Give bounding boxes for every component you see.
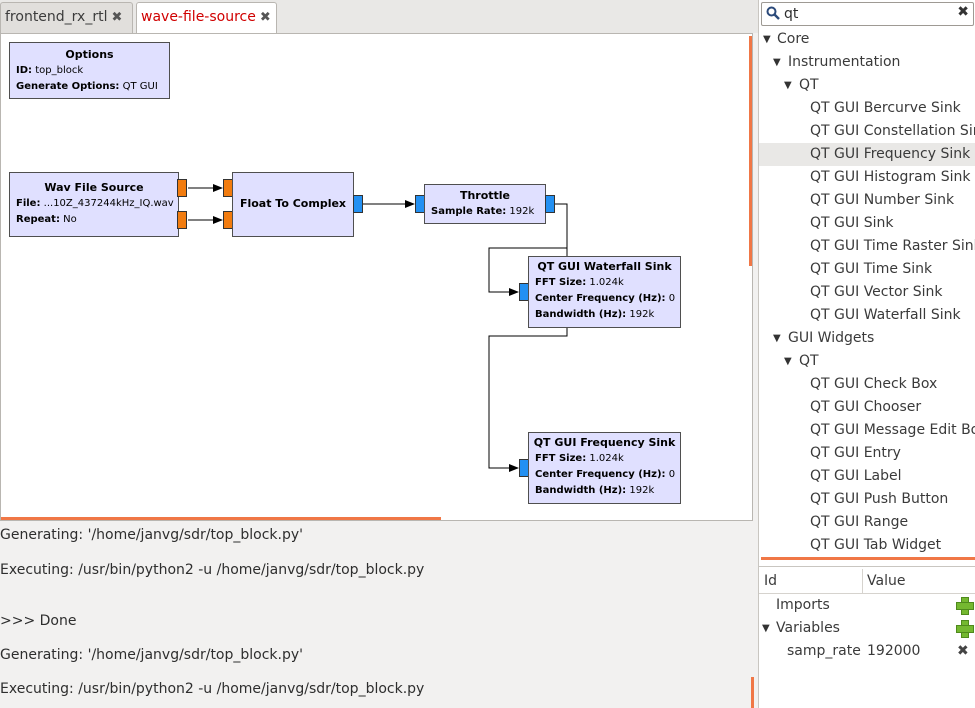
float-to-complex-block[interactable]: Float To Complex (232, 172, 354, 237)
expand-arrow-icon[interactable]: ▼ (762, 623, 770, 634)
tree-category-qt[interactable]: ▼QT (759, 74, 975, 97)
block-param-fft-size: FFT Size: 1.024k (535, 453, 624, 464)
expand-arrow-icon[interactable]: ▼ (784, 356, 792, 367)
tree-item-qt-gui-time-sink[interactable]: QT GUI Time Sink (810, 261, 933, 277)
f2c-out-port[interactable] (353, 195, 363, 213)
block-param-center-frequency: Center Frequency (Hz): 0 (535, 293, 676, 304)
block-title: Throttle (459, 189, 511, 202)
tree-item-qt-gui-constellation-sink[interactable]: QT GUI Constellation Sink (810, 123, 975, 139)
tree-item-qt-gui-vector-sink[interactable]: QT GUI Vector Sink (810, 284, 943, 300)
block-title: QT GUI Frequency Sink (533, 436, 676, 449)
block-param-generate-options: Generate Options: QT GUI (16, 81, 158, 92)
variable-id: samp_rate (787, 643, 861, 659)
tree-item-qt-gui-check-box[interactable]: QT GUI Check Box (810, 376, 938, 392)
flowgraph-canvas[interactable]: Options ID: top_block Generate Options: … (0, 33, 753, 521)
close-icon[interactable]: ✖ (259, 10, 271, 25)
tab-label: frontend_rx_rtl (5, 9, 108, 25)
expand-arrow-icon[interactable]: ▼ (784, 80, 792, 91)
console-line: Executing: /usr/bin/python2 -u /home/jan… (0, 681, 425, 697)
tree-item-qt-gui-sink[interactable]: QT GUI Sink (810, 215, 894, 231)
variables-row[interactable]: ▼ Variables (759, 617, 975, 640)
variable-value[interactable]: 192000 (867, 643, 921, 659)
block-param-file: File: ...10Z_437244kHz_IQ.wav (16, 198, 174, 209)
wav-out-port-1[interactable] (177, 211, 187, 229)
tab-frontend-rx-rtl[interactable]: frontend_rx_rtl✖ (0, 2, 133, 33)
block-param-id: ID: top_block (16, 65, 84, 76)
tree-item-qt-gui-message-edit-box[interactable]: QT GUI Message Edit Box (810, 422, 975, 438)
wav-out-port-0[interactable] (177, 179, 187, 197)
column-header-id[interactable]: Id (759, 569, 863, 593)
block-param-center-frequency: Center Frequency (Hz): 0 (535, 469, 676, 480)
console-line: Executing: /usr/bin/python2 -u /home/jan… (0, 562, 425, 578)
throttle-block[interactable]: Throttle Sample Rate: 192k (424, 184, 546, 224)
tree-category-instrumentation[interactable]: ▼Instrumentation (759, 51, 975, 74)
block-param-sample-rate: Sample Rate: 192k (431, 206, 535, 217)
console-output: Generating: '/home/janvg/sdr/top_block.p… (0, 521, 758, 708)
options-block[interactable]: Options ID: top_block Generate Options: … (9, 42, 170, 99)
canvas-horizontal-scrollbar[interactable] (1, 517, 441, 520)
tree-item-qt-gui-label[interactable]: QT GUI Label (810, 468, 902, 484)
connection-throttle-waterfall (488, 203, 568, 296)
variable-row-samp-rate[interactable]: samp_rate 192000 ✖ (759, 640, 975, 663)
console-scrollbar[interactable] (751, 677, 754, 708)
expand-arrow-icon[interactable]: ▼ (773, 57, 781, 68)
tree-item-qt-gui-push-button[interactable]: QT GUI Push Button (810, 491, 949, 507)
block-param-fft-size: FFT Size: 1.024k (535, 277, 624, 288)
block-title: Float To Complex (239, 197, 347, 210)
expand-arrow-icon[interactable]: ▼ (773, 333, 781, 344)
block-title: Options (65, 48, 114, 61)
tree-item-qt-gui-frequency-sink[interactable]: QT GUI Frequency Sink (759, 143, 975, 166)
block-library-panel: ✖ ▼Core ▼Instrumentation ▼QT QT GUI Berc… (758, 0, 975, 708)
tree-category-gui-widgets[interactable]: ▼GUI Widgets (759, 327, 975, 350)
delete-variable-icon[interactable]: ✖ (957, 643, 969, 659)
tree-item-qt-gui-number-sink[interactable]: QT GUI Number Sink (810, 192, 955, 208)
close-icon[interactable]: ✖ (111, 10, 123, 25)
header-divider (759, 593, 975, 594)
search-icon (766, 6, 780, 20)
tree-item-qt-gui-waterfall-sink[interactable]: QT GUI Waterfall Sink (810, 307, 961, 323)
add-variable-icon[interactable] (956, 620, 974, 638)
panel-splitter[interactable] (761, 557, 975, 560)
tab-label: wave-file-source (141, 9, 256, 25)
search-input[interactable] (784, 5, 944, 23)
tree-item-qt-gui-entry[interactable]: QT GUI Entry (810, 445, 901, 461)
wav-file-source-block[interactable]: Wav File Source File: ...10Z_437244kHz_I… (9, 172, 179, 237)
qt-gui-frequency-sink-block[interactable]: QT GUI Frequency Sink FFT Size: 1.024k C… (528, 432, 681, 504)
tree-item-qt-gui-tab-widget[interactable]: QT GUI Tab Widget (810, 537, 942, 553)
tree-item-qt-gui-chooser[interactable]: QT GUI Chooser (810, 399, 922, 415)
tab-bar: frontend_rx_rtl✖ wave-file-source✖ (0, 0, 758, 34)
tree-item-qt-gui-time-raster-sink[interactable]: QT GUI Time Raster Sink (810, 238, 975, 254)
block-param-repeat: Repeat: No (16, 214, 77, 225)
console-line: Generating: '/home/janvg/sdr/top_block.p… (0, 647, 304, 663)
qt-gui-waterfall-sink-block[interactable]: QT GUI Waterfall Sink FFT Size: 1.024k C… (528, 256, 681, 328)
tree-item-qt-gui-histogram-sink[interactable]: QT GUI Histogram Sink (810, 169, 971, 185)
tree-item-qt-gui-range[interactable]: QT GUI Range (810, 514, 909, 530)
column-header-value[interactable]: Value (867, 573, 906, 589)
imports-row[interactable]: Imports (759, 594, 975, 617)
expand-arrow-icon[interactable]: ▼ (763, 34, 771, 45)
block-title: Wav File Source (44, 181, 144, 194)
variable-editor: Id Value Imports ▼ Variables samp_rate 1… (759, 566, 975, 708)
tree-category-core[interactable]: ▼Core (759, 28, 975, 51)
add-import-icon[interactable] (956, 597, 974, 615)
tree-item-qt-gui-bercurve-sink[interactable]: QT GUI Bercurve Sink (810, 100, 961, 116)
console-line: >>> Done (0, 613, 77, 629)
block-param-bandwidth: Bandwidth (Hz): 192k (535, 309, 655, 320)
block-param-bandwidth: Bandwidth (Hz): 192k (535, 485, 655, 496)
console-line: Generating: '/home/janvg/sdr/top_block.p… (0, 527, 304, 543)
search-box: ✖ (761, 2, 974, 26)
tab-wave-file-source[interactable]: wave-file-source✖ (136, 2, 277, 34)
block-title: QT GUI Waterfall Sink (537, 260, 672, 273)
canvas-vertical-scrollbar[interactable] (749, 36, 752, 266)
tree-category-qt[interactable]: ▼QT (759, 350, 975, 373)
throttle-out-port[interactable] (545, 195, 555, 213)
clear-search-icon[interactable]: ✖ (957, 4, 969, 20)
block-tree: ▼Core ▼Instrumentation ▼QT QT GUI Bercur… (759, 28, 975, 558)
